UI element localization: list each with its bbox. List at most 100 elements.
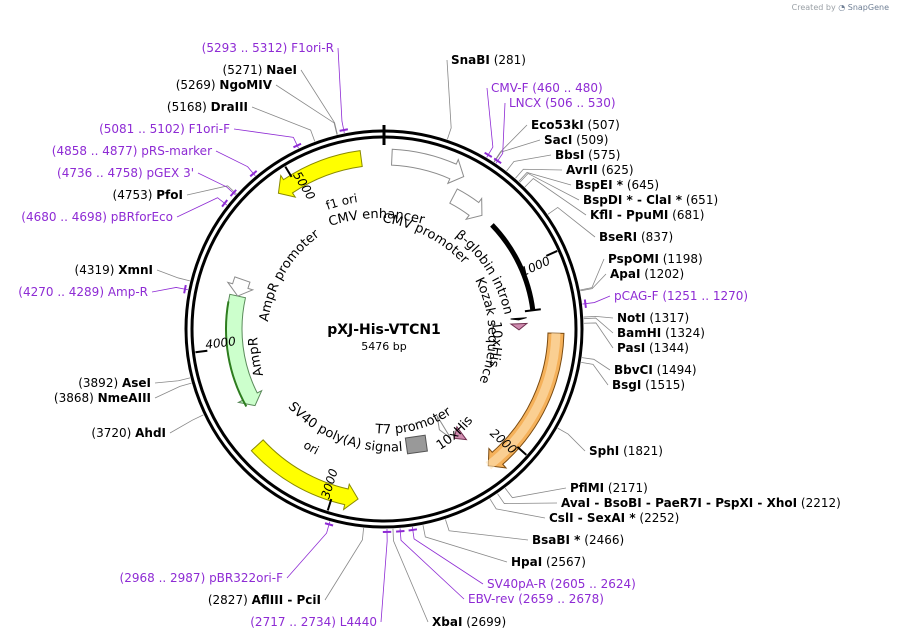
- enzyme-site-label: Eco53kI (507): [531, 118, 620, 132]
- feature-label-his-1: 10xHis: [485, 321, 504, 369]
- enzyme-name: BbsI: [555, 148, 584, 162]
- enzyme-name: NmeAIII: [98, 391, 151, 405]
- features-layer: [225, 148, 565, 511]
- enzyme-site-label: PspOMI (1198): [608, 252, 703, 266]
- primer-name: pCAG-F: [614, 289, 659, 303]
- enzyme-site-label: (5269) NgoMIV: [176, 78, 273, 92]
- enzyme-separator: -: [633, 193, 646, 207]
- enzyme-site-label: AvrII (625): [566, 163, 634, 177]
- enzyme-site-label: BspEI * (645): [575, 178, 659, 192]
- enzyme-position: (2699): [462, 615, 506, 629]
- primer-name: F1ori-R: [291, 41, 334, 55]
- enzyme-position: (837): [637, 230, 673, 244]
- leader-line: [495, 102, 506, 164]
- tick-mark: [326, 498, 333, 511]
- enzyme-position: (651): [682, 193, 718, 207]
- leader-line: [497, 493, 558, 504]
- enzyme-name: CslI: [549, 511, 574, 525]
- enzyme-position: (1198): [659, 252, 703, 266]
- enzyme-name: PfoI: [156, 188, 183, 202]
- enzyme-name: ApaI: [610, 267, 640, 281]
- enzyme-name: NotI: [617, 311, 646, 325]
- enzyme-separator: -: [283, 593, 296, 607]
- leader-line: [380, 528, 388, 623]
- primer-name: CMV-F: [491, 81, 529, 95]
- enzyme-site-label: BamHI (1324): [617, 326, 705, 340]
- leader-line: [169, 414, 204, 434]
- enzyme-name: AseI: [122, 376, 151, 390]
- primer-site-mark: [484, 151, 493, 158]
- primer-range: (4858 .. 4877): [52, 144, 142, 158]
- tick-label: 4000: [205, 334, 237, 352]
- enzyme-name: PpuMI: [626, 208, 668, 222]
- leader-line: [154, 377, 191, 384]
- feature-label-ori: ori: [301, 438, 321, 458]
- primer-site-mark: [293, 142, 302, 149]
- enzyme-site-label: BbvCI (1494): [614, 363, 697, 377]
- credit-brand: SnapGene: [847, 3, 889, 12]
- enzyme-position: (1821): [619, 444, 663, 458]
- leader-line: [583, 315, 614, 319]
- primer-label: (5293 .. 5312) F1ori-R: [202, 41, 334, 55]
- enzyme-position: (2466): [580, 533, 624, 547]
- enzyme-position: (3868): [54, 391, 98, 405]
- globin-end-cap: [524, 308, 541, 313]
- primer-name: pRS-marker: [141, 144, 212, 158]
- leader-line: [197, 172, 236, 196]
- primer-site-mark: [221, 199, 229, 208]
- primer-name: EBV-rev: [468, 592, 514, 606]
- primer-site-mark: [408, 528, 418, 532]
- enzyme-position: (3892): [78, 376, 122, 390]
- enzyme-name: BseRI: [599, 230, 637, 244]
- leader-line: [519, 172, 580, 201]
- enzyme-name: AhdI: [135, 426, 166, 440]
- primer-site-mark: [339, 128, 349, 132]
- primer-range: (5081 .. 5102): [99, 122, 189, 136]
- leader-line: [583, 322, 614, 349]
- primer-range: (1251 .. 1270): [659, 289, 749, 303]
- primer-range: (460 .. 480): [528, 81, 602, 95]
- enzyme-name: PasI: [617, 341, 645, 355]
- enzyme-site-label: PflMI (2171): [570, 481, 648, 495]
- enzyme-site-label: (3868) NmeAIII: [54, 391, 151, 405]
- leader-line: [445, 519, 529, 541]
- enzyme-site-label: CslI - SexAI * (2252): [549, 511, 679, 525]
- primer-range: (2968 .. 2987): [120, 571, 210, 585]
- enzyme-name: PspOMI: [608, 252, 659, 266]
- tick-label: 1000: [519, 254, 553, 279]
- leader-line: [215, 150, 256, 177]
- enzyme-name: HpaI: [511, 555, 542, 569]
- primer-label: SV40pA-R (2605 .. 2624): [487, 577, 636, 591]
- feature-arc: [449, 188, 483, 221]
- enzyme-name: BsgI: [612, 378, 641, 392]
- primer-site-mark: [229, 189, 237, 197]
- enzyme-name: SacI: [544, 133, 572, 147]
- enzyme-position: (2827): [208, 593, 252, 607]
- enzyme-name: BsoBI: [604, 496, 642, 510]
- enzyme-position: (625): [598, 163, 634, 177]
- primer-site-mark: [324, 522, 334, 527]
- tick-mark: [516, 446, 528, 456]
- leader-line: [186, 185, 237, 196]
- enzyme-position: (575): [584, 148, 620, 162]
- enzyme-site-label: KflI - PpuMI (681): [590, 208, 704, 222]
- enzyme-site-label: AvaI - BsoBI - PaeR7I - PspXI - XhoI (22…: [561, 496, 841, 510]
- leader-line: [580, 258, 605, 291]
- enzyme-separator: -: [613, 208, 626, 222]
- feature-arc: [250, 439, 359, 511]
- primer-label: (2717 .. 2734) L4440: [250, 615, 377, 629]
- primer-site-mark: [183, 284, 187, 294]
- feature-arc: [226, 276, 255, 297]
- leader-line: [504, 487, 567, 499]
- leader-line: [233, 128, 299, 149]
- enzyme-site-label: BspDI * - ClaI * (651): [583, 193, 718, 207]
- enzyme-position: (507): [584, 118, 620, 132]
- snapgene-logo-icon: ◔: [838, 3, 846, 12]
- enzyme-position: (5168): [167, 100, 211, 114]
- primer-name: SV40pA-R: [487, 577, 546, 591]
- enzyme-name: BbvCI: [614, 363, 653, 377]
- plasmid-size: 5476 bp: [361, 340, 406, 353]
- enzyme-site-label: ApaI (1202): [610, 267, 684, 281]
- enzyme-name: XhoI: [767, 496, 798, 510]
